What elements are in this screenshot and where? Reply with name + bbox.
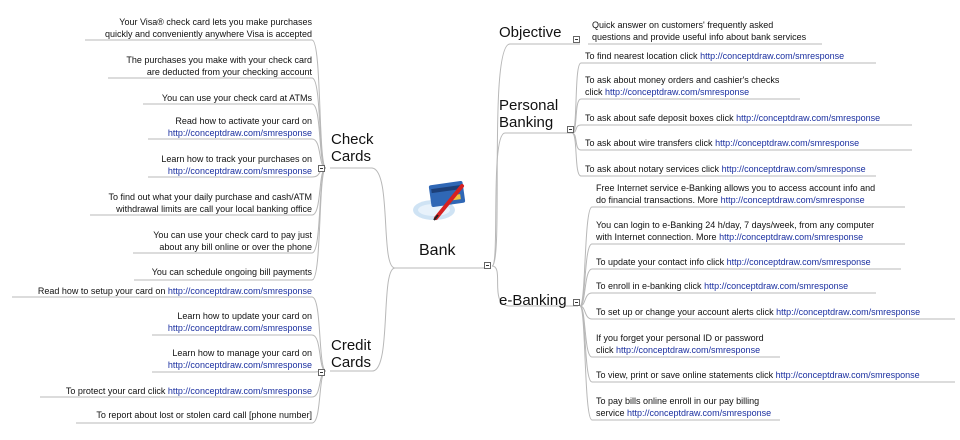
connector-center-credit	[330, 267, 396, 372]
branch-label-line: Banking	[499, 114, 554, 131]
leaf-personal-money-orders[interactable]: To ask about money orders and cashier's …	[585, 75, 780, 97]
link-url[interactable]: http://conceptdraw.com/smresponse	[704, 281, 849, 291]
link-url[interactable]: http://conceptdraw.com/smresponse	[776, 307, 921, 317]
leaf-personal-notary[interactable]: To ask about notary services click http:…	[585, 164, 866, 174]
branch-label-line: Objective	[499, 24, 562, 41]
leaf-ebanking-statements[interactable]: To view, print or save online statements…	[596, 370, 920, 380]
link-url[interactable]: http://conceptdraw.com/smresponse	[719, 231, 864, 242]
leaf-ebanking-contact-info[interactable]: To update your contact info click http:/…	[596, 257, 871, 267]
connector-check-leaf	[311, 167, 327, 281]
central-topic[interactable]: Bank	[419, 242, 456, 259]
leaf-check-card-schedule: You can schedule ongoing bill payments	[151, 267, 312, 277]
leaf-personal-safe-deposit[interactable]: To ask about safe deposit boxes click ht…	[585, 113, 881, 123]
branch-e-banking[interactable]: e-Banking	[499, 292, 567, 309]
connector-center-personal	[491, 132, 572, 267]
connector-center-objective	[491, 43, 580, 267]
branch-objective[interactable]: Objective	[499, 24, 562, 41]
branch-check-cards[interactable]: Check Cards	[331, 131, 374, 165]
link-url[interactable]: http://conceptdraw.com/smresponse	[167, 359, 312, 370]
connector-check-leaf	[311, 167, 327, 216]
branch-label-line: Check	[331, 131, 374, 148]
connector-center-check	[330, 167, 396, 269]
branch-label-line: Credit	[331, 337, 372, 354]
link-url[interactable]: http://conceptdraw.com/smresponse	[715, 138, 860, 148]
leaf-credit-card-report: To report about lost or stolen card call…	[96, 410, 312, 420]
branch-label-line: Cards	[331, 354, 372, 371]
link-url[interactable]: http://conceptdraw.com/smresponse	[721, 164, 866, 174]
connector-ebanking-leaf	[579, 305, 593, 421]
connector-center-ebanking	[491, 265, 578, 307]
leaf-check-card-visa: Your Visa® check card lets you make purc…	[105, 17, 312, 39]
link-url[interactable]: http://conceptdraw.com/smresponse	[167, 165, 312, 176]
leaf-objective: Quick answer on customers' frequently as…	[592, 20, 807, 42]
connector-ebanking-leaf	[579, 206, 593, 307]
link-url[interactable]: http://conceptdraw.com/smresponse	[167, 386, 312, 396]
connector-credit-leaf	[311, 334, 327, 372]
leaf-ebanking-forgot-id[interactable]: If you forget your personal ID or passwo…	[596, 333, 764, 355]
link-url[interactable]: http://conceptdraw.com/smresponse	[736, 113, 881, 123]
branch-label-line: e-Banking	[499, 292, 567, 309]
branch-label-line: Cards	[331, 148, 372, 165]
connector-personal-leaf	[571, 132, 582, 177]
collapse-toggle-check-cards[interactable]	[318, 165, 325, 172]
bank-icon	[412, 180, 472, 224]
leaf-ebanking-alerts[interactable]: To set up or change your account alerts …	[596, 307, 921, 317]
leaf-check-card-atm: You can use your check card at ATMs	[161, 93, 312, 103]
branch-personal-banking[interactable]: Personal Banking	[499, 97, 558, 131]
link-url[interactable]: http://conceptdraw.com/smresponse	[775, 370, 920, 380]
leaf-ebanking-login[interactable]: You can login to e-Banking 24 h/day, 7 d…	[596, 220, 875, 242]
connector-personal-leaf	[571, 62, 582, 134]
link-url[interactable]: http://conceptdraw.com/smresponse	[167, 322, 312, 333]
leaf-check-card-purchases: The purchases you make with your check c…	[126, 55, 312, 77]
leaf-personal-wire-transfers[interactable]: To ask about wire transfers click http:/…	[585, 138, 860, 148]
link-url[interactable]: http://conceptdraw.com/smresponse	[726, 257, 871, 267]
connector-ebanking-leaf	[579, 268, 593, 307]
leaf-ebanking-enroll[interactable]: To enroll in e-banking click http://conc…	[596, 281, 849, 291]
leaf-check-card-limits: To find out what your daily purchase and…	[108, 192, 312, 214]
collapse-toggle-e-banking[interactable]	[573, 299, 580, 306]
link-url[interactable]: http://conceptdraw.com/smresponse	[616, 344, 761, 355]
leaf-ebanking-pay-bills[interactable]: To pay bills online enroll in our pay bi…	[596, 396, 772, 418]
branch-label-line: Personal	[499, 97, 559, 114]
connector-ebanking-leaf	[579, 292, 593, 307]
connector-personal-leaf	[571, 132, 582, 151]
link-url[interactable]: http://conceptdraw.com/smresponse	[605, 86, 750, 97]
connector-credit-leaf	[311, 296, 327, 372]
collapse-toggle-center[interactable]	[484, 262, 491, 269]
link-url[interactable]: http://conceptdraw.com/smresponse	[720, 194, 865, 205]
collapse-toggle-objective[interactable]	[573, 36, 580, 43]
link-url[interactable]: http://conceptdraw.com/smresponse	[700, 51, 845, 61]
link-url[interactable]: http://conceptdraw.com/smresponse	[167, 286, 312, 296]
leaf-credit-card-setup[interactable]: Read how to setup your card on http://co…	[37, 286, 312, 296]
leaf-credit-card-protect[interactable]: To protect your card click http://concep…	[65, 386, 312, 396]
branch-credit-cards[interactable]: Credit Cards	[331, 337, 371, 371]
leaf-ebanking-free-service[interactable]: Free Internet service e-Banking allows y…	[596, 183, 876, 205]
collapse-toggle-personal-banking[interactable]	[567, 126, 574, 133]
link-url[interactable]: http://conceptdraw.com/smresponse	[167, 127, 312, 138]
collapse-toggle-credit-cards[interactable]	[318, 369, 325, 376]
link-url[interactable]: http://conceptdraw.com/smresponse	[627, 407, 772, 418]
leaf-personal-nearest-location[interactable]: To find nearest location click http://co…	[585, 51, 845, 61]
